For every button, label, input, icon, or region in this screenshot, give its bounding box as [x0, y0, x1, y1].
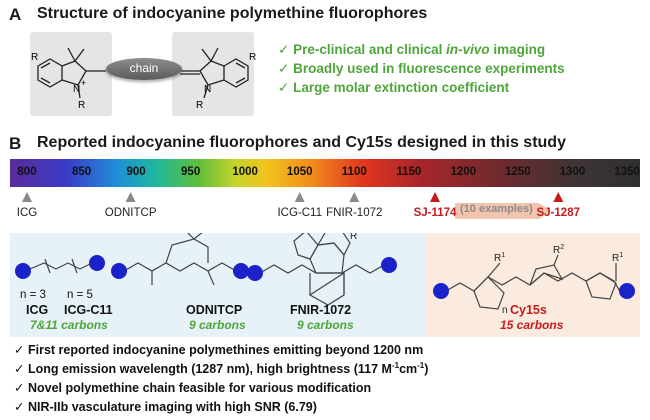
icg-carbons: 7&11 carbons	[30, 318, 108, 332]
superscript: -1	[391, 361, 400, 370]
marker-triangle	[553, 192, 564, 202]
marker-label: SJ-1174	[413, 207, 457, 219]
marker-triangle	[294, 192, 305, 202]
conclusion-tail: )	[424, 362, 429, 377]
check-icon: ✓	[14, 400, 25, 414]
feature-list: ✓ Pre-clinical and clinical in-vivo imag…	[278, 42, 565, 99]
examples-arrow	[455, 203, 551, 219]
plus-charge: +	[81, 78, 86, 88]
panel-b-letter: B	[9, 134, 22, 153]
superscript: -1	[417, 361, 425, 370]
spectrum-tick-label: 950	[181, 166, 201, 178]
spectrum-tick-label: 1200	[450, 166, 477, 178]
feature-text: Broadly used in fluorescence experiments	[293, 61, 565, 76]
cy15s-name: Cy15s	[510, 303, 547, 317]
cy15s-carbons: 15 carbons	[500, 318, 564, 332]
conclusion-text: First reported indocyanine polymethines …	[27, 343, 424, 357]
r-substituent-left: R	[31, 52, 38, 63]
feature-text: Pre-clinical and clinical	[293, 42, 447, 57]
spectrum-tick-label: 900	[126, 166, 146, 178]
check-icon: ✓	[14, 343, 25, 357]
check-icon: ✓	[14, 381, 25, 395]
chain-ellipse	[106, 58, 182, 80]
spectrum-tick-label: 1250	[505, 166, 531, 178]
marker-triangle	[430, 192, 440, 202]
icg-n-label: n = 3	[20, 289, 46, 301]
reported-fluorophores-panel	[10, 233, 426, 337]
feature-item: ✓ Broadly used in fluorescence experimen…	[278, 61, 565, 80]
spectrum-tick-label: 800	[17, 166, 37, 178]
panel-a-letter: A	[9, 5, 22, 24]
conclusion-item: ✓ First reported indocyanine polymethine…	[14, 342, 428, 361]
r-on-n-left: R	[78, 100, 85, 111]
marker-label: ICG	[16, 207, 38, 219]
marker-label: SJ-1287	[536, 207, 580, 219]
spectrum-tick-label: 1100	[341, 166, 367, 178]
feature-italic: in-vivo	[446, 42, 490, 57]
marker-triangle	[22, 192, 32, 202]
r-substituent-right: R	[249, 52, 256, 63]
spectrum-tick-label: 1300	[559, 166, 586, 178]
left-indole-box	[30, 32, 112, 116]
r-on-n-right: R	[196, 100, 203, 111]
molecule-drawings: R R1 R2 R1 n	[15, 233, 635, 316]
icg-c11-n-label: n = 5	[67, 289, 93, 301]
conclusion-text: Novel polymethine chain feasible for var…	[27, 381, 372, 395]
conclusion-item: ✓ Novel polymethine chain feasible for v…	[14, 380, 428, 399]
chain-label: chain	[129, 61, 159, 75]
check-icon: ✓	[278, 80, 290, 95]
check-icon: ✓	[278, 61, 290, 76]
cy15s-r1-left: R1	[494, 252, 505, 264]
odnitcp-carbons: 9 carbons	[189, 318, 246, 332]
conclusion-text: NIR-IIb vasculature imaging with high SN…	[27, 400, 317, 414]
fnir-1072-carbons: 9 carbons	[297, 318, 354, 332]
conclusion-item: ✓ Long emission wavelength (1287 nm), hi…	[14, 361, 428, 380]
marker-triangle	[125, 192, 136, 202]
examples-label: (10 examples)	[460, 203, 533, 215]
icg-name: ICG	[26, 303, 49, 317]
marker-label: ICG-C11	[277, 207, 322, 219]
marker-label: FNIR-1072	[326, 207, 383, 219]
conclusion-list: ✓ First reported indocyanine polymethine…	[14, 342, 428, 418]
cy15s-n: n	[502, 305, 508, 316]
n-plus-atom: N	[73, 84, 80, 95]
check-icon: ✓	[14, 362, 25, 377]
marker-triangle	[349, 192, 360, 202]
fnir-r-label: R	[350, 233, 357, 242]
spectrum-tick-label: 850	[71, 166, 92, 178]
spectrum-ticks: 800 850 900 950 1000 1050 1100 1150 1200 1250 1300…	[0, 166, 650, 180]
spectrum-tick-label: 1000	[232, 166, 258, 178]
check-icon: ✓	[278, 42, 290, 57]
spectrum-bar	[10, 159, 640, 187]
conclusion-mid: cm	[399, 362, 418, 377]
indocyanine-core-structure: R N + R R N R	[31, 47, 256, 111]
cy15s-panel	[426, 233, 640, 337]
odnitcp-name: ODNITCP	[186, 303, 243, 317]
conclusion-item: ✓ NIR-IIb vasculature imaging with high …	[14, 399, 428, 418]
feature-item: ✓ Pre-clinical and clinical in-vivo imag…	[278, 42, 565, 61]
feature-tail: imaging	[489, 42, 546, 57]
spectrum-tick-label: 1050	[286, 166, 313, 178]
panel-b-title: Reported indocyanine fluorophores and Cy…	[37, 134, 566, 151]
cy15s-r1-right: R1	[612, 252, 623, 264]
conclusion-text: Long emission wavelength (1287 nm), high…	[27, 362, 392, 377]
feature-item: ✓ Large molar extinction coefficient	[278, 80, 565, 99]
spectrum-tick-label: 1350	[614, 166, 640, 178]
fnir-1072-name: FNIR-1072	[290, 303, 352, 317]
spectrum-tick-label: 1150	[396, 166, 422, 178]
marker-label: ODNITCP	[104, 207, 157, 219]
n-atom-right: N	[204, 84, 211, 95]
icg-c11-name: ICG-C11	[64, 303, 113, 317]
wavelength-markers	[22, 192, 564, 202]
feature-text: Large molar extinction coefficient	[293, 80, 510, 95]
cy15s-r2: R2	[553, 244, 564, 256]
panel-a-title: Structure of indocyanine polymethine flu…	[37, 5, 428, 22]
